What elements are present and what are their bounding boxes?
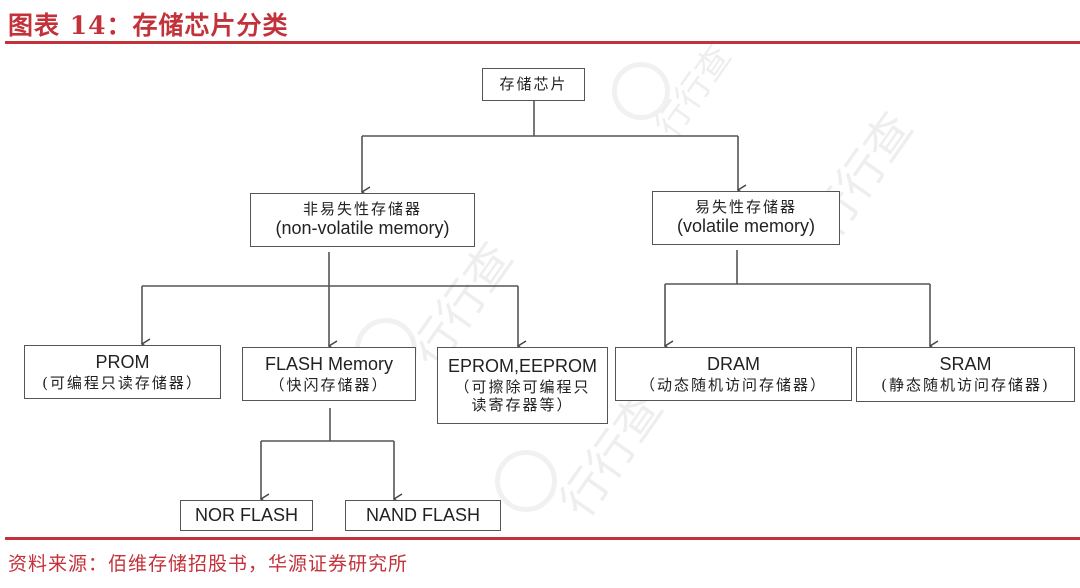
node-eprom-eeprom: EPROM,EEPROM （可擦除可编程只 读寄存器等） <box>437 347 608 424</box>
node-nand-flash: NAND FLASH <box>345 500 501 531</box>
node-nor-flash: NOR FLASH <box>180 500 313 531</box>
node-non-volatile-memory: 非易失性存储器 (non-volatile memory) <box>250 193 475 247</box>
node-label-en: NOR FLASH <box>194 504 299 525</box>
node-label-zh-line2: 读寄存器等） <box>471 396 574 415</box>
source-note: 资料来源：佰维存储招股书，华源证券研究所 <box>8 553 409 575</box>
node-label-en: PROM <box>95 351 150 372</box>
node-label-en: DRAM <box>707 353 760 374</box>
node-label-zh: （快闪存储器） <box>269 375 389 394</box>
node-label-en: FLASH Memory <box>264 353 394 374</box>
node-label-zh: 非易失性存储器 <box>302 199 422 218</box>
node-label-en: NAND FLASH <box>365 504 481 525</box>
node-label-en: (non-volatile memory) <box>275 218 450 239</box>
node-dram: DRAM （动态随机访问存储器） <box>615 347 852 401</box>
title-divider <box>5 41 1080 44</box>
node-label-zh: (可编程只读存储器） <box>42 373 203 392</box>
node-label-zh: 易失性存储器 <box>694 197 797 216</box>
figure-title: 图表 14：存储芯片分类 <box>8 11 289 40</box>
node-label-zh-line1: （可擦除可编程只 <box>454 378 591 397</box>
node-label-en: (volatile memory) <box>676 216 816 237</box>
node-label: 存储芯片 <box>499 75 568 94</box>
node-sram: SRAM (静态随机访问存储器) <box>856 347 1075 402</box>
node-flash-memory: FLASH Memory （快闪存储器） <box>242 347 416 401</box>
node-label-en: EPROM,EEPROM <box>447 356 598 377</box>
node-label-zh: （动态随机访问存储器） <box>639 375 827 394</box>
node-prom: PROM (可编程只读存储器） <box>24 345 221 399</box>
node-label-zh: (静态随机访问存储器) <box>881 376 1050 395</box>
node-volatile-memory: 易失性存储器 (volatile memory) <box>652 191 840 245</box>
node-storage-chip: 存储芯片 <box>482 68 585 101</box>
node-label-en: SRAM <box>939 354 992 375</box>
footer-divider <box>5 537 1080 540</box>
